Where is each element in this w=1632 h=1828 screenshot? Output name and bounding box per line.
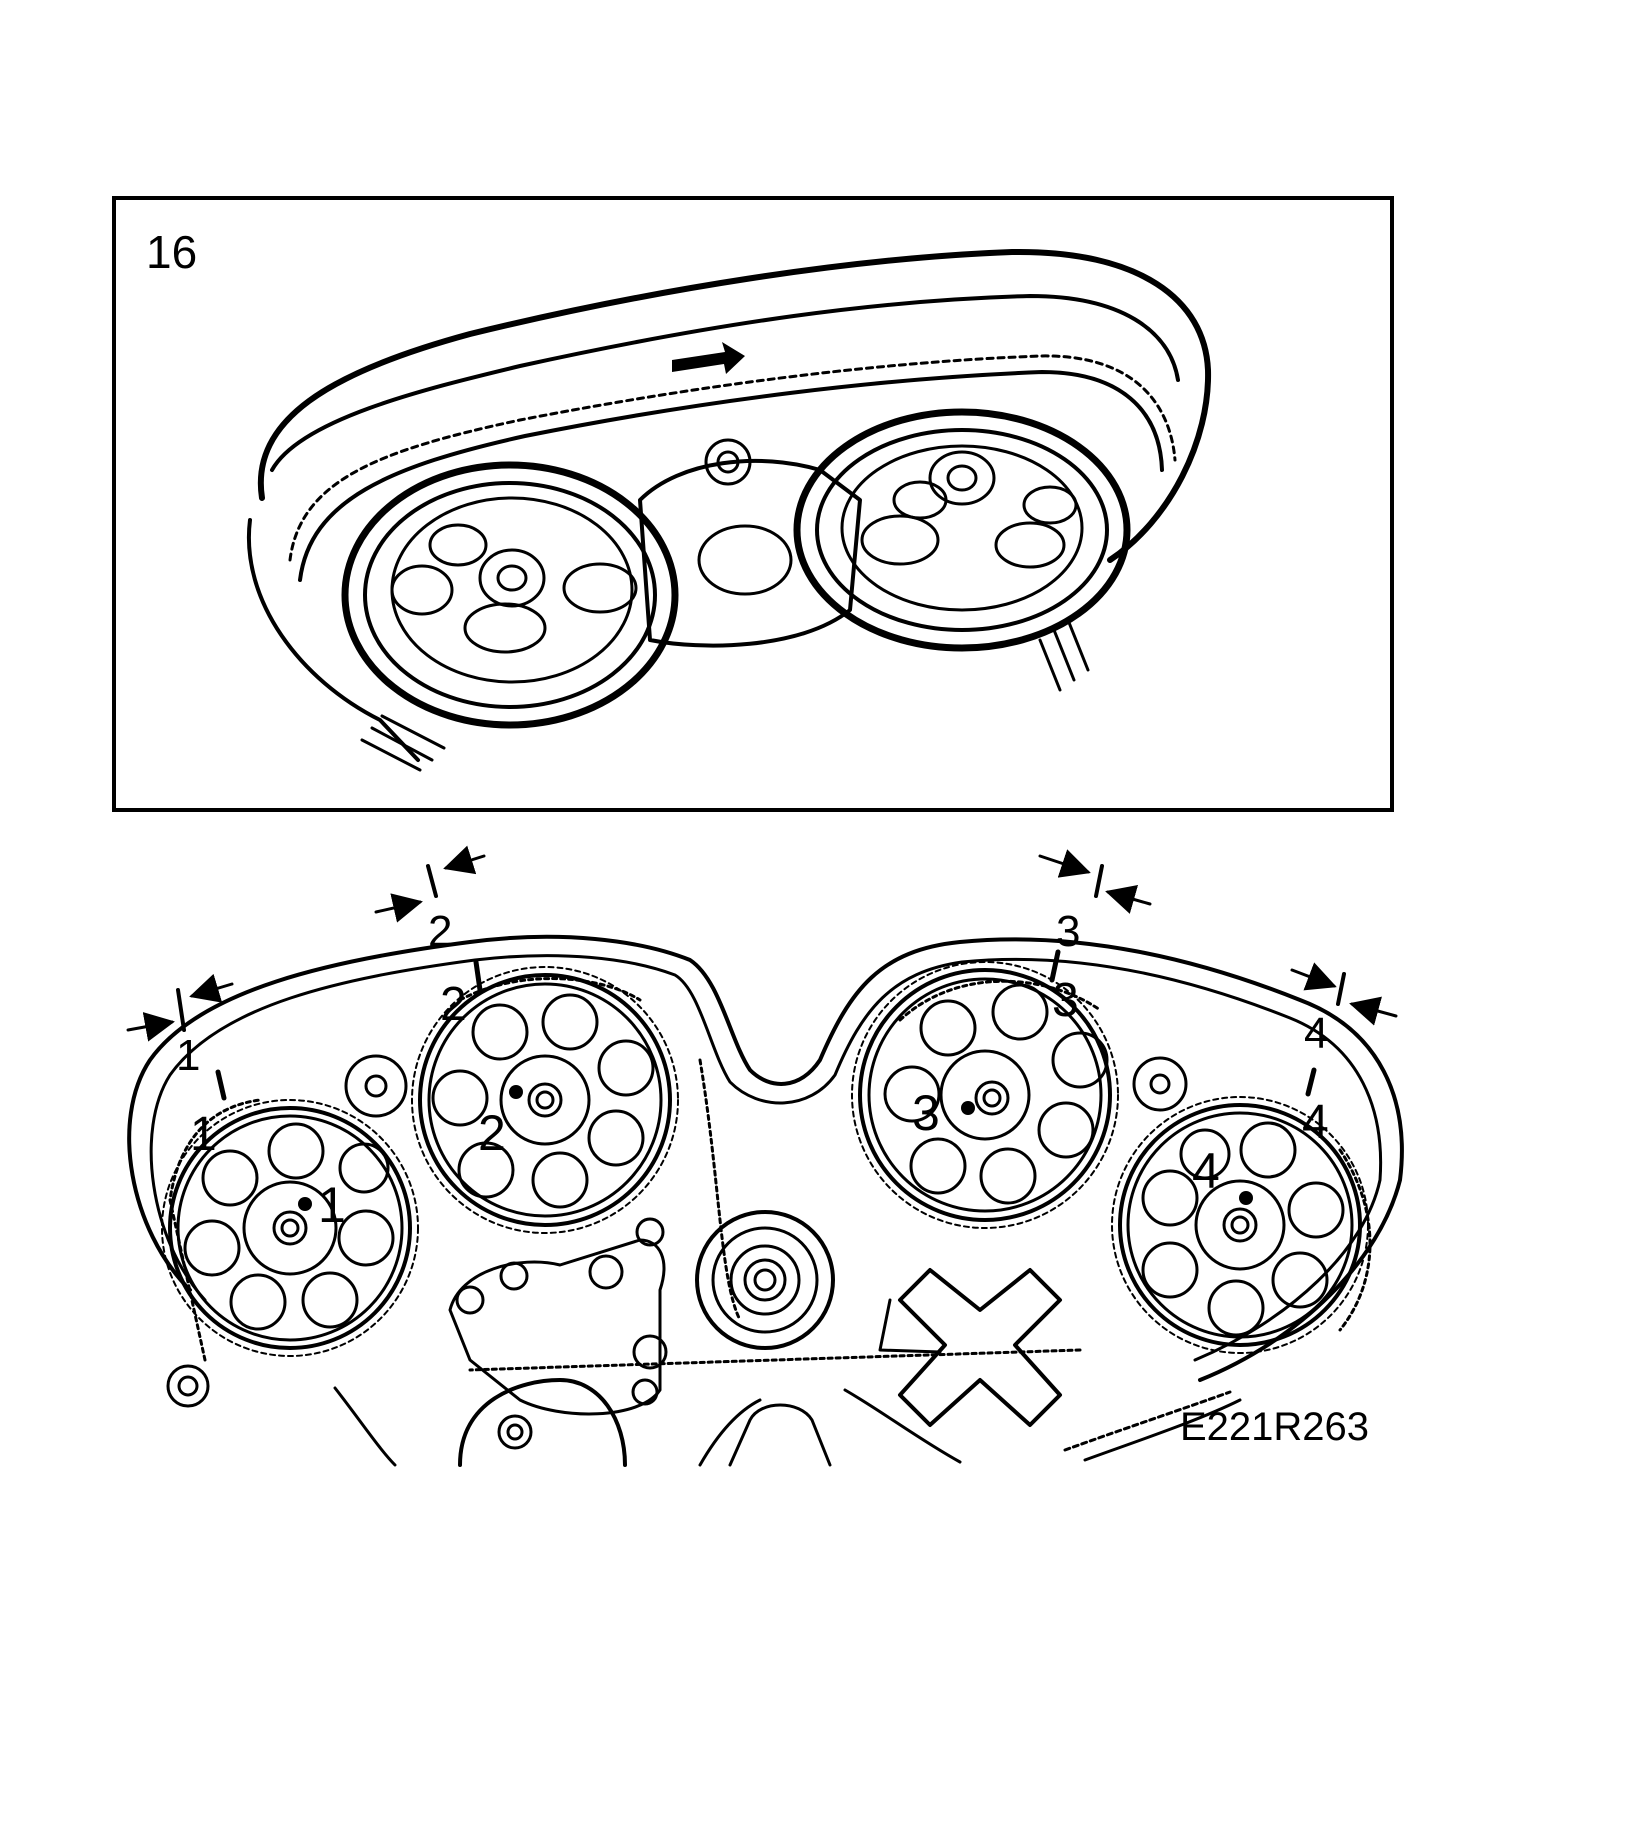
- mark-3-hub-label: 3: [912, 1085, 940, 1141]
- front-view-diagram: 1 2 3 4 1 2 3 4 1 2 3 4 E221R263: [126, 845, 1404, 1467]
- timing-belt-top: [288, 354, 1177, 562]
- arrow-right-icon: [672, 342, 745, 374]
- idler-small-left: [344, 1054, 408, 1118]
- belt-tensioner: [695, 1210, 835, 1350]
- mark-3-belt-label: 3: [1052, 974, 1079, 1027]
- mark-1-hub-label: 1: [318, 1177, 346, 1233]
- pulley-1: [161, 1099, 419, 1357]
- belt-cover-outline: [127, 934, 1404, 1382]
- idler-small-right: [1132, 1056, 1188, 1112]
- perspective-view-panel: 16: [112, 196, 1394, 812]
- mark-3-indicator: [1038, 849, 1152, 914]
- mark-1-outer-label: 1: [176, 1031, 200, 1080]
- pulley-3: [851, 961, 1119, 1229]
- mark-1-indicator: [126, 973, 234, 1042]
- step-number: 16: [146, 226, 197, 278]
- mark-4-hub-label: 4: [1192, 1143, 1220, 1199]
- mark-3-outer-label: 3: [1056, 907, 1080, 956]
- right-camshaft-pulley: [793, 408, 1131, 652]
- x-bracket: [898, 1268, 1062, 1427]
- pulley-4: [1111, 1096, 1369, 1354]
- mark-2-hub-label: 2: [478, 1105, 506, 1161]
- left-camshaft-pulley: [341, 461, 679, 729]
- mark-2-indicator: [374, 845, 486, 923]
- figure-reference-code: E221R263: [1180, 1405, 1369, 1449]
- timing-belt: [168, 977, 1372, 1372]
- mark-1-belt-label: 1: [190, 1108, 217, 1161]
- mark-4-outer-label: 4: [1304, 1009, 1328, 1058]
- mark-4-indicator: [1290, 962, 1398, 1026]
- mark-4-belt-label: 4: [1302, 1096, 1329, 1149]
- mark-2-outer-label: 2: [428, 907, 452, 956]
- mark-2-belt-label: 2: [440, 978, 467, 1031]
- panel-frame: [112, 196, 1394, 812]
- pulley-2: [411, 966, 679, 1234]
